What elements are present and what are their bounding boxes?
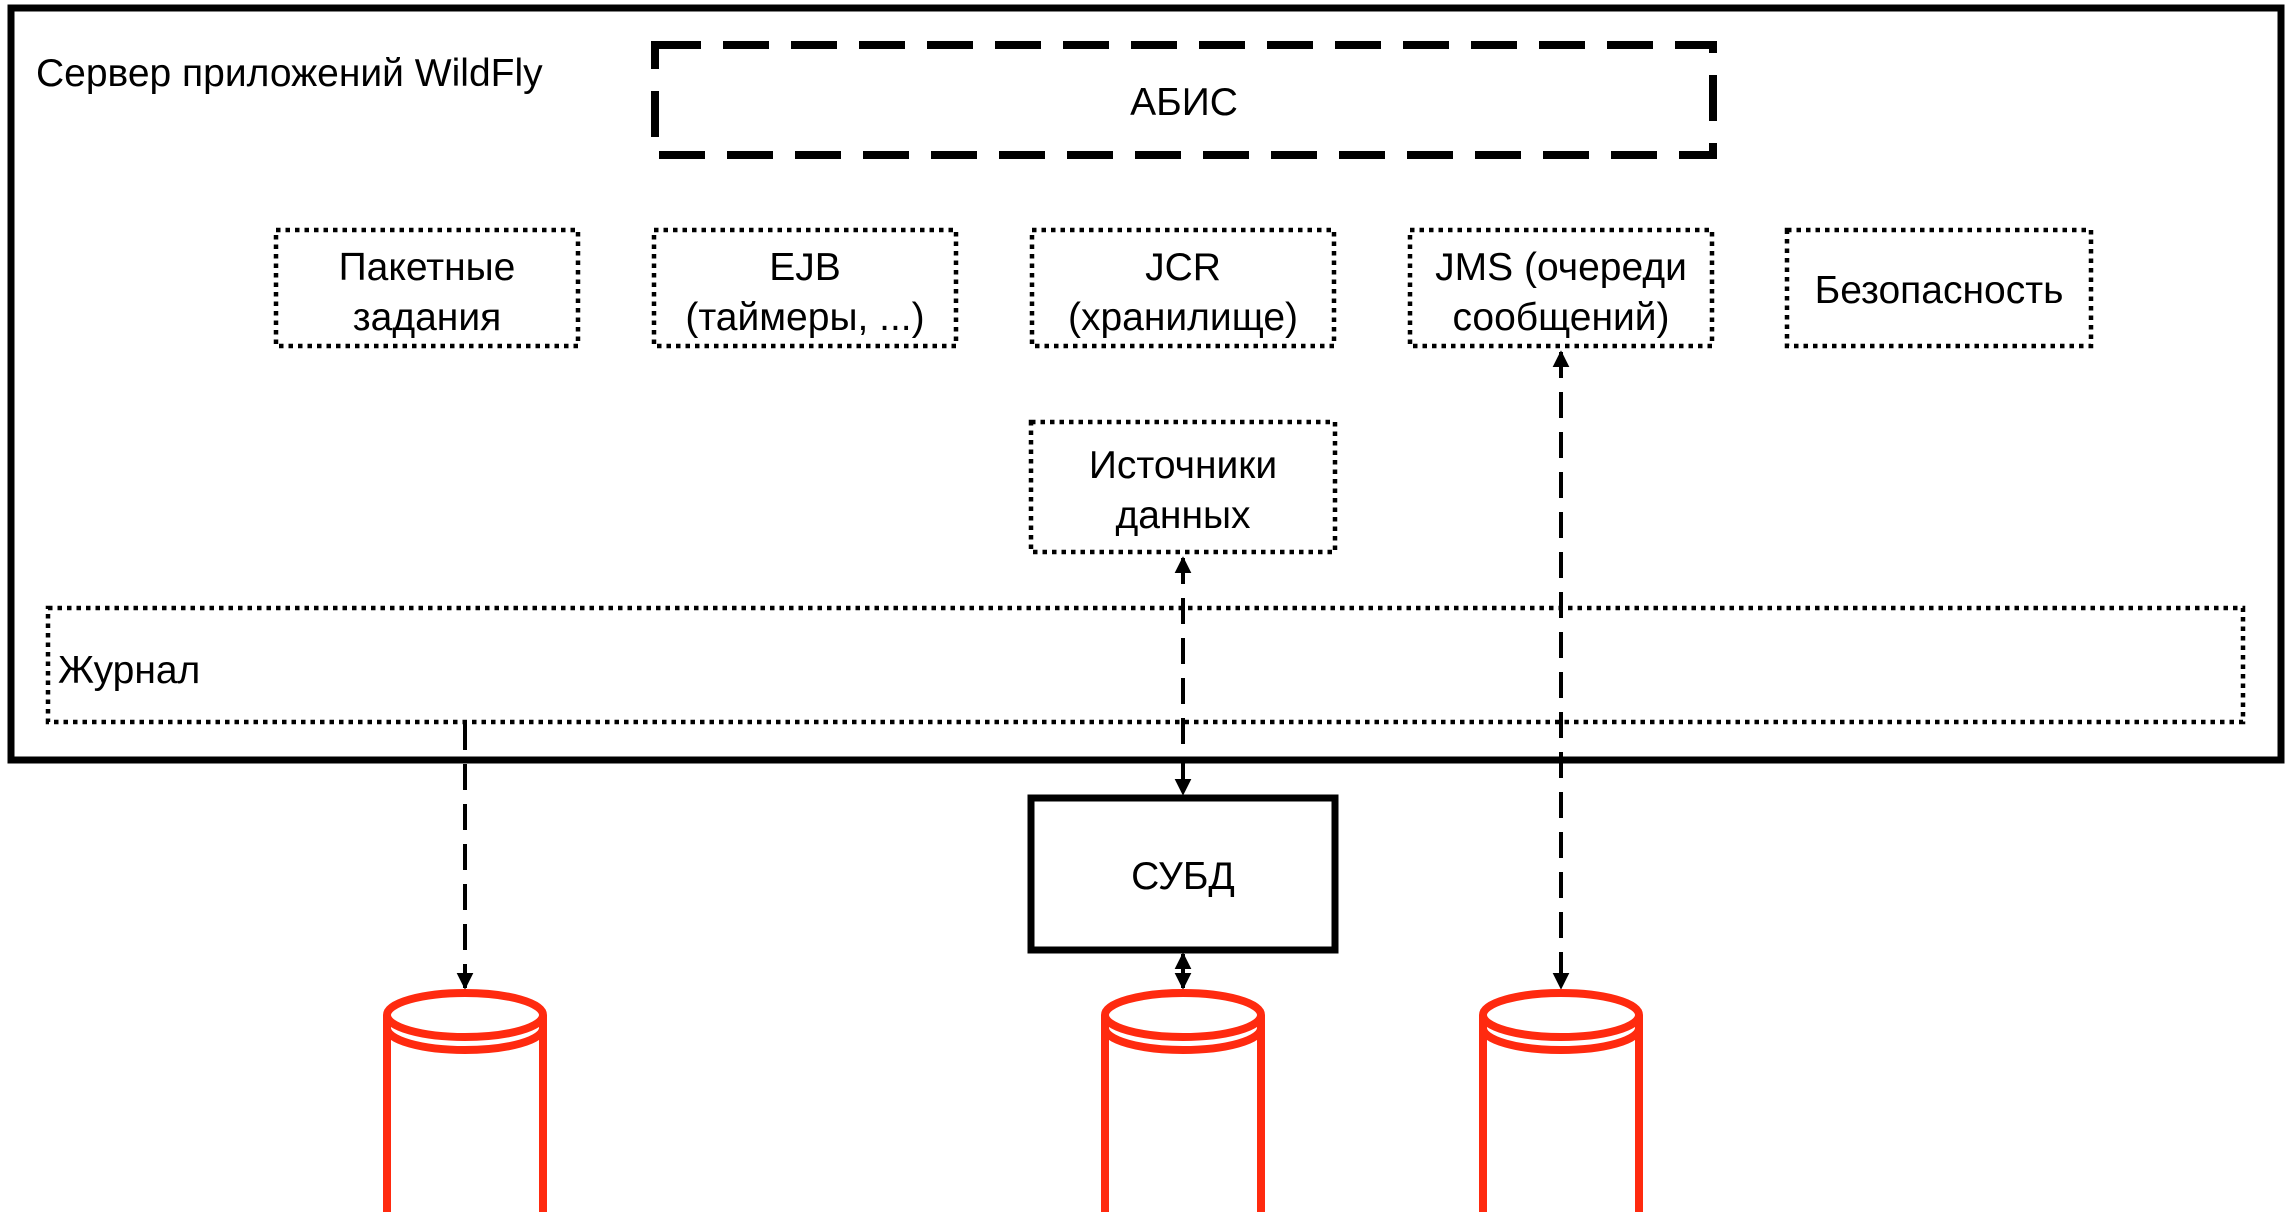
datasources-line1: Источники <box>1089 444 1277 487</box>
dbms-label: СУБД <box>1131 855 1235 898</box>
subsystem-jms-line1: JMS (очереди <box>1435 246 1687 289</box>
abis-label: АБИС <box>1130 81 1238 124</box>
subsystem-jcr: JCR (хранилище) <box>1029 227 1337 349</box>
dbms-box: СУБД <box>1027 794 1339 954</box>
application-server-frame: Сервер приложений WildFly <box>7 4 2285 764</box>
subsystem-ejb: EJB (таймеры, ...) <box>651 227 959 349</box>
subsystem-security: Безопасность <box>1784 227 2094 349</box>
subsystem-jms: JMS (очереди сообщений) <box>1407 227 1715 349</box>
storage-cylinder-database <box>1101 989 1265 1212</box>
journal-label: Журнал <box>58 649 200 692</box>
abis-box: АБИС <box>651 41 1717 159</box>
server-title: Сервер приложений WildFly <box>36 52 543 95</box>
subsystem-batch-jobs-line1: Пакетные <box>339 246 516 289</box>
subsystem-batch-jobs-line2: задания <box>353 296 501 339</box>
journal-box: Журнал <box>45 605 2246 725</box>
subsystem-jcr-line2: (хранилище) <box>1068 296 1298 339</box>
subsystem-ejb-line2: (таймеры, ...) <box>685 296 924 339</box>
datasources-box: Источники данных <box>1028 419 1338 555</box>
subsystem-jcr-line1: JCR <box>1145 246 1221 289</box>
datasources-line2: данных <box>1115 494 1251 537</box>
subsystem-jms-line2: сообщений) <box>1452 296 1669 339</box>
connectors <box>456 350 1570 990</box>
subsystem-batch-jobs: Пакетные задания <box>273 227 581 349</box>
storage-cylinder-jms <box>1479 989 1643 1212</box>
subsystem-ejb-line1: EJB <box>769 246 841 289</box>
storage-cylinder-journal <box>383 989 547 1212</box>
subsystem-security-line1: Безопасность <box>1815 269 2064 312</box>
